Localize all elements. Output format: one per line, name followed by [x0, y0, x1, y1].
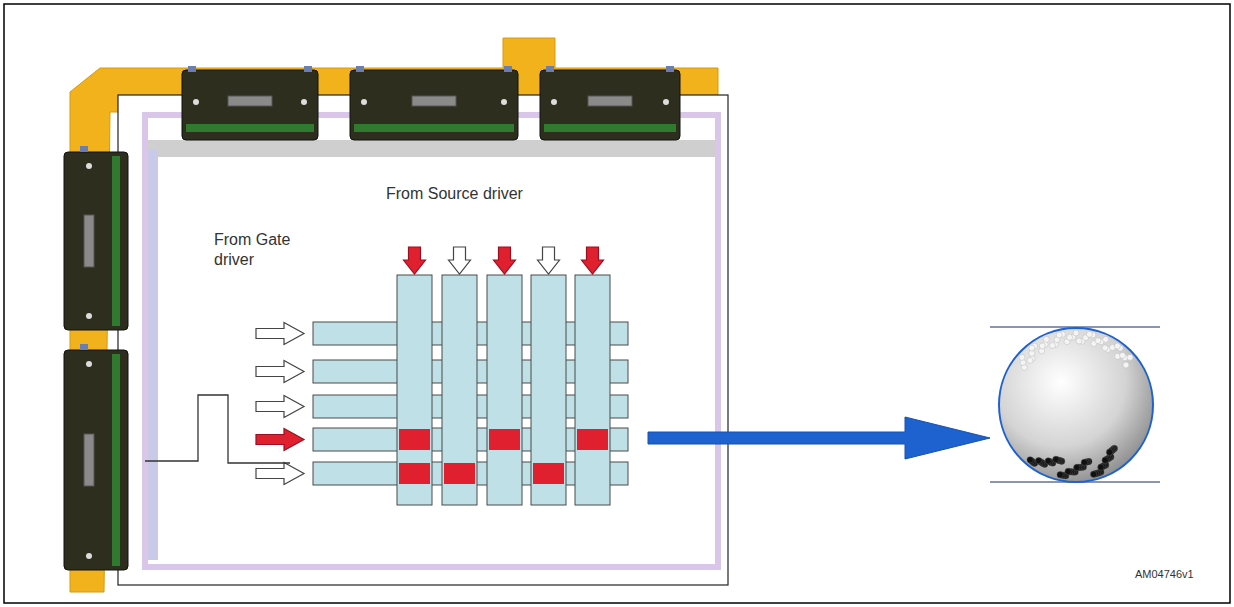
black-particle [1074, 464, 1080, 470]
white-particle [1049, 342, 1055, 348]
active-pixel [399, 429, 430, 450]
gate-signal-arrow [256, 429, 304, 451]
source-driver-chip [350, 66, 518, 140]
white-particle [1076, 338, 1082, 344]
gate-driver-chip [64, 146, 128, 330]
gate-signal-arrow [256, 361, 304, 383]
white-particle [1102, 345, 1108, 351]
signal-label: From Source driver [386, 184, 626, 204]
source-line [397, 275, 432, 505]
black-particle [1057, 472, 1063, 478]
white-particle [1073, 330, 1079, 336]
zoom-arrow [648, 417, 990, 459]
microcapsule [999, 328, 1153, 482]
black-particle [1106, 449, 1112, 455]
gate-signal-arrow [256, 323, 304, 345]
white-particle [1067, 334, 1073, 340]
gate-driver-chip [64, 344, 128, 570]
white-particle [1043, 336, 1049, 342]
black-particle [1098, 464, 1104, 470]
panel-left-strip [148, 150, 158, 560]
source-driver-chip [540, 66, 680, 140]
active-pixel [533, 463, 564, 484]
black-particle [1102, 457, 1108, 463]
gate-signal-arrow [256, 463, 304, 485]
white-particle [1103, 336, 1109, 342]
source-signal-arrow [494, 247, 516, 274]
active-pixel [577, 429, 608, 450]
source-line [531, 275, 566, 505]
white-particle [1114, 343, 1120, 349]
gate-pulse [145, 395, 290, 463]
white-particle [1056, 332, 1062, 338]
panel-bezel [145, 115, 718, 567]
source-signal-arrow [404, 247, 426, 274]
figure-code: AM04746v1 [1135, 568, 1225, 582]
black-particle [1045, 458, 1051, 464]
panel-outline [118, 95, 728, 585]
active-pixel [444, 463, 475, 484]
source-signal-arrow [538, 247, 560, 274]
white-particle [1127, 354, 1133, 360]
white-particle [1039, 343, 1045, 349]
white-particle [1029, 345, 1035, 351]
black-particle [1065, 468, 1071, 474]
gate-signal-arrow [256, 396, 304, 418]
white-particle [1123, 362, 1129, 368]
active-pixel [489, 429, 520, 450]
black-particle [1027, 457, 1033, 463]
source-signal-arrow [582, 247, 604, 274]
frame-outline [4, 4, 1230, 603]
black-particle [1035, 457, 1041, 463]
white-particle [1095, 338, 1101, 344]
black-particle [1081, 459, 1087, 465]
source-line [575, 275, 610, 505]
white-particle [1086, 331, 1092, 337]
source-line [442, 275, 477, 505]
active-pixel [399, 463, 430, 484]
signal-label: From Gate driver [214, 230, 306, 270]
black-particle [1090, 471, 1096, 477]
black-particle [1053, 456, 1059, 462]
white-particle [1120, 352, 1126, 358]
source-driver-chip [182, 66, 318, 140]
flex-cable [70, 38, 718, 592]
white-particle [1019, 354, 1025, 360]
white-particle [1027, 357, 1033, 363]
source-signal-arrow [449, 247, 471, 274]
source-line [487, 275, 522, 505]
panel-top-strip [148, 140, 715, 157]
